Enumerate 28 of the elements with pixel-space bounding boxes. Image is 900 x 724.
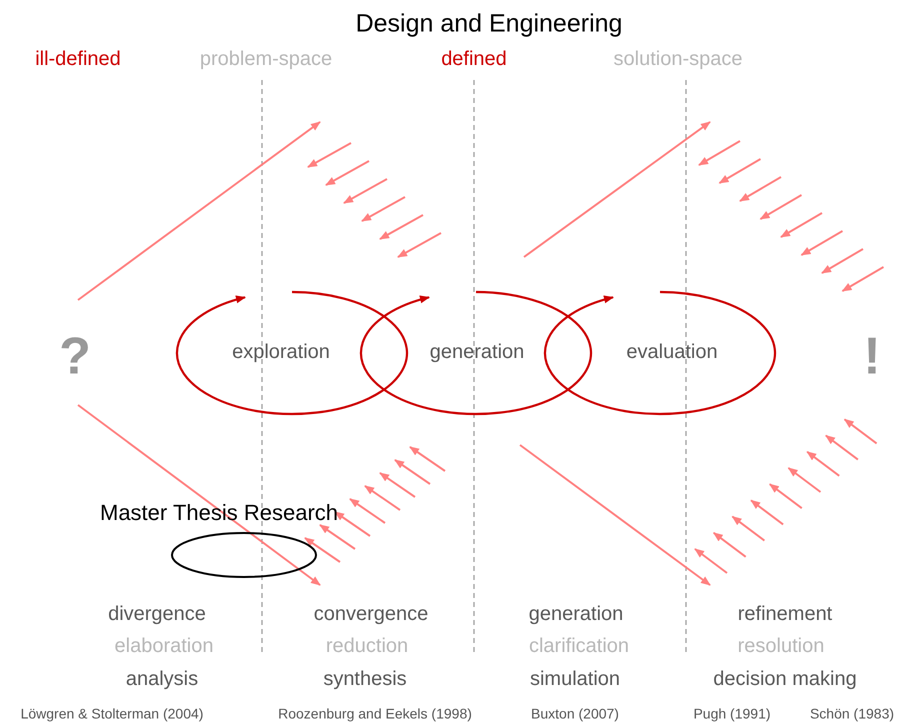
term-label: generation — [528, 603, 624, 625]
term-label: synthesis — [323, 668, 407, 690]
space-label: solution-space — [614, 48, 742, 70]
space-label: problem-space — [200, 48, 332, 70]
node-heading: Master Thesis Research — [100, 500, 338, 526]
term-label: convergence — [314, 603, 428, 625]
phase-label: evaluation — [626, 341, 718, 363]
symbol-label: ! — [863, 328, 881, 386]
phase-label: exploration — [232, 341, 330, 363]
term-label: simulation — [530, 668, 620, 690]
state-label: ill-defined — [35, 48, 121, 70]
citation-label: Schön (1983) — [810, 706, 894, 722]
term-label: analysis — [126, 668, 198, 690]
term-label: reduction — [326, 635, 408, 657]
term-label: clarification — [528, 635, 630, 657]
citation-label: Roozenburg and Eekels (1998) — [278, 706, 472, 722]
citation-label: Pugh (1991) — [693, 706, 771, 722]
symbol-label: ? — [59, 328, 91, 386]
term-label: elaboration — [114, 635, 214, 657]
term-label: resolution — [738, 635, 824, 657]
phase-label: generation — [430, 341, 524, 363]
state-label: defined — [441, 48, 507, 70]
citation-label: Löwgren & Stolterman (2004) — [20, 706, 204, 722]
citation-label: Buxton (2007) — [531, 706, 619, 722]
term-label: refinement — [738, 603, 832, 625]
term-label: divergence — [108, 603, 206, 625]
title: Design and Engineering — [356, 10, 622, 38]
term-label: decision making — [713, 668, 857, 690]
